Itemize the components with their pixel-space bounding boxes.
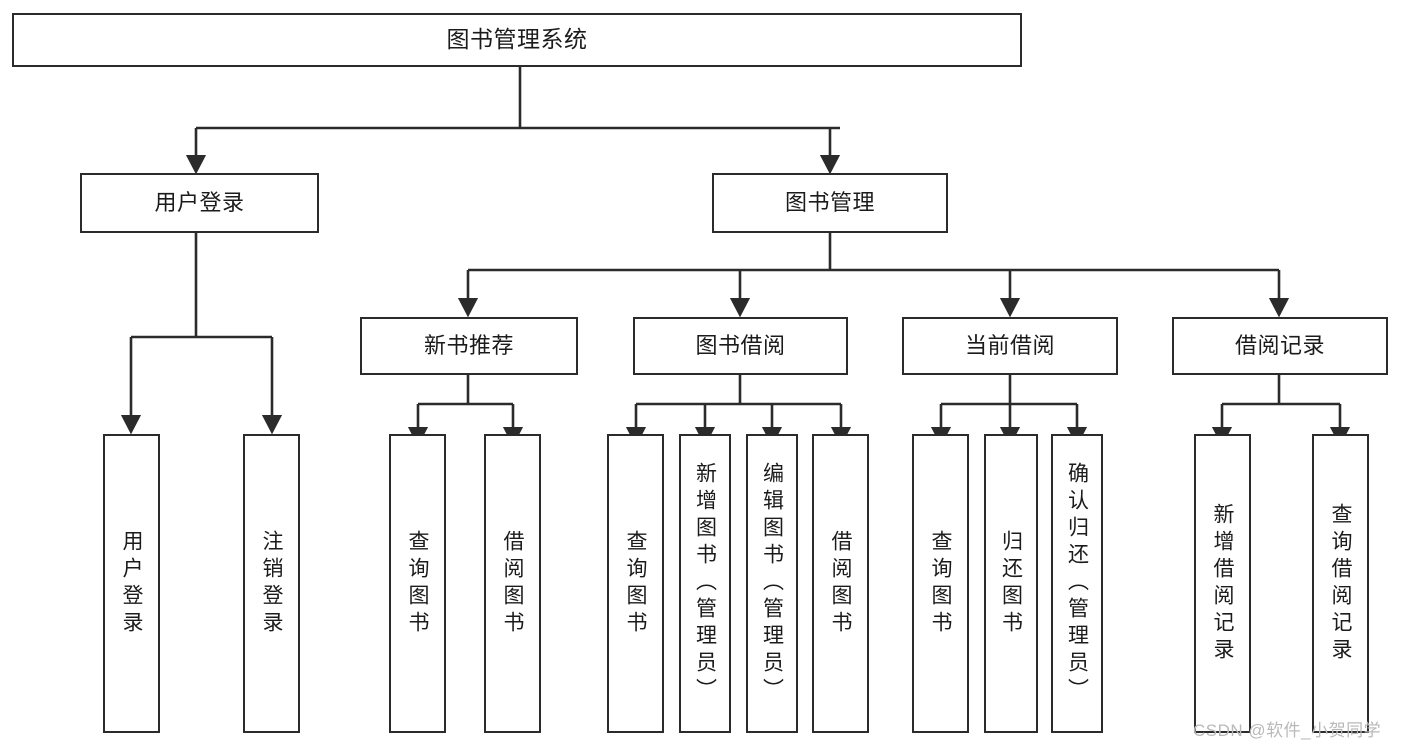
node-label: 归还图书 — [999, 529, 1023, 638]
leaf-borrow-book[interactable]: 借阅图书 — [812, 434, 869, 733]
node-label: 图书借阅 — [695, 333, 786, 359]
leaf-user-login[interactable]: 用户登录 — [103, 434, 160, 733]
node-label: 新书推荐 — [423, 333, 514, 359]
node-label: 查询图书 — [624, 529, 647, 638]
leaf-borrow-book-recommend[interactable]: 借阅图书 — [484, 434, 541, 733]
leaf-confirm-return-admin[interactable]: 确认归还（管理员） — [1051, 434, 1103, 733]
node-label: 新增图书（管理员） — [693, 462, 717, 705]
leaf-query-book-current[interactable]: 查询图书 — [912, 434, 969, 733]
node-current-borrow[interactable]: 当前借阅 — [902, 317, 1118, 375]
leaf-return-book[interactable]: 归还图书 — [984, 434, 1038, 733]
leaf-edit-book-admin[interactable]: 编辑图书（管理员） — [746, 434, 798, 733]
leaf-add-borrow-record[interactable]: 新增借阅记录 — [1194, 434, 1251, 733]
leaf-add-book-admin[interactable]: 新增图书（管理员） — [679, 434, 731, 733]
node-label: 新增借阅记录 — [1211, 502, 1234, 665]
node-label: 查询图书 — [929, 529, 952, 638]
node-label: 图书管理 — [784, 190, 875, 216]
node-root-system[interactable]: 图书管理系统 — [12, 13, 1022, 67]
node-label: 注销登录 — [260, 529, 283, 638]
node-label: 图书管理系统 — [446, 26, 588, 53]
node-book-management[interactable]: 图书管理 — [712, 173, 948, 233]
node-label: 借阅图书 — [829, 529, 852, 638]
node-borrow-record[interactable]: 借阅记录 — [1172, 317, 1388, 375]
node-label: 借阅记录 — [1234, 333, 1325, 359]
leaf-query-book-borrow[interactable]: 查询图书 — [607, 434, 664, 733]
leaf-query-borrow-record[interactable]: 查询借阅记录 — [1312, 434, 1369, 733]
node-book-borrow[interactable]: 图书借阅 — [633, 317, 848, 375]
node-label: 编辑图书（管理员） — [760, 462, 784, 705]
node-label: 用户登录 — [154, 190, 245, 216]
node-new-book-recommend[interactable]: 新书推荐 — [360, 317, 578, 375]
node-label: 查询图书 — [406, 529, 429, 638]
node-label: 借阅图书 — [501, 529, 524, 638]
node-label: 查询借阅记录 — [1329, 502, 1352, 665]
node-label: 用户登录 — [120, 529, 143, 638]
node-user-login[interactable]: 用户登录 — [80, 173, 319, 233]
node-label: 确认归还（管理员） — [1065, 462, 1089, 705]
watermark-text: CSDN @软件_小贺同学 — [1193, 721, 1382, 740]
leaf-logout[interactable]: 注销登录 — [243, 434, 300, 733]
node-label: 当前借阅 — [964, 333, 1055, 359]
leaf-query-book-recommend[interactable]: 查询图书 — [389, 434, 446, 733]
